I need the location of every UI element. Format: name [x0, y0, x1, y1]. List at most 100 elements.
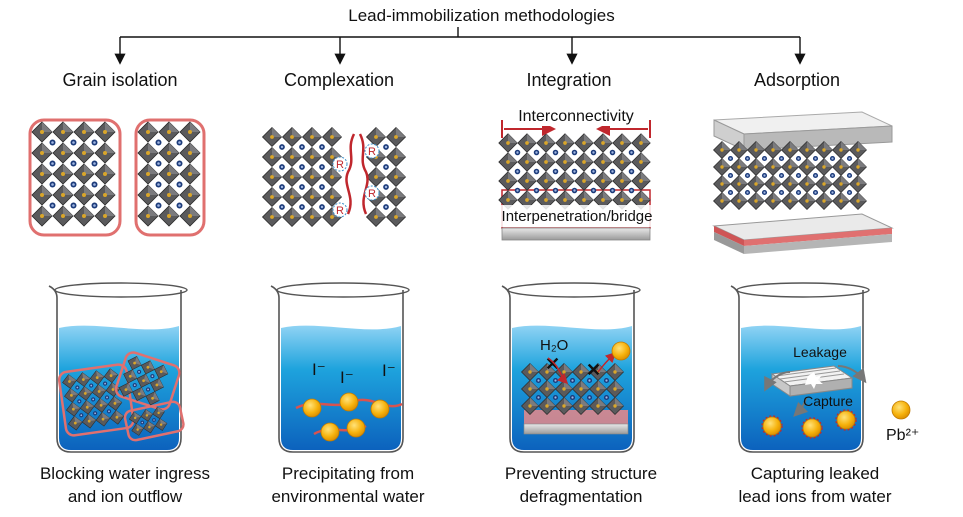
- octahedron-cell: [764, 175, 782, 193]
- beaker-glass: [730, 285, 864, 453]
- a-site-cation: [514, 149, 521, 156]
- beaker-rim: [54, 282, 188, 298]
- complexation-schematic: R R R R: [262, 127, 406, 227]
- a-site-cation: [535, 377, 542, 384]
- octahedron-cell: [798, 192, 816, 210]
- caption-integration: Preventing structure defragmentation: [504, 464, 658, 506]
- a-site-cation: [812, 172, 819, 179]
- octahedron-cell: [730, 158, 748, 176]
- beaker-rim: [507, 282, 641, 298]
- a-site-cation: [552, 168, 559, 175]
- octahedron-cell: [713, 141, 731, 159]
- ligand-label-3: R: [368, 188, 376, 200]
- octahedron-cell: [302, 207, 322, 227]
- a-site-cation: [846, 155, 853, 162]
- a-site-cation: [727, 155, 734, 162]
- interconnectivity-label: Interconnectivity: [518, 108, 634, 125]
- octahedron-cell: [386, 187, 406, 207]
- a-site-cation: [571, 187, 578, 194]
- a-site-cation: [761, 155, 768, 162]
- octahedron-cell: [302, 127, 322, 147]
- a-site-cation: [628, 168, 635, 175]
- a-site-cation: [155, 160, 162, 167]
- octahedron-cell: [517, 133, 537, 153]
- octahedron-cell: [798, 175, 816, 193]
- octahedron-cell: [849, 192, 867, 210]
- a-site-cation: [829, 189, 836, 196]
- a-site-cation: [49, 160, 56, 167]
- beaker-glass: [48, 285, 182, 453]
- octahedron-cell: [262, 147, 282, 167]
- a-site-cation: [812, 189, 819, 196]
- octahedron-cell: [536, 133, 556, 153]
- a-site-cation: [533, 187, 540, 194]
- iodide-label-1: I⁻: [312, 360, 326, 379]
- a-site-cation: [383, 164, 389, 170]
- a-site-cation: [812, 155, 819, 162]
- method-title-grain-isolation: Grain isolation: [62, 70, 178, 90]
- octahedron-cell: [574, 133, 594, 153]
- a-site-cation: [571, 149, 578, 156]
- ligand-label-4: R: [336, 205, 344, 217]
- integration-schematic: Interconnectivity Interpenetration/bridg…: [490, 104, 664, 241]
- octahedron-cell: [713, 175, 731, 193]
- octahedron-cell: [815, 192, 833, 210]
- octahedron-cell: [631, 152, 651, 172]
- a-site-cation: [744, 155, 751, 162]
- octahedron-cell: [798, 158, 816, 176]
- water-label: H₂O: [540, 337, 568, 354]
- a-site-cation: [279, 204, 285, 210]
- a-site-cation: [603, 394, 610, 401]
- a-site-cation: [383, 204, 389, 210]
- caption-grain-isolation: Blocking water ingress and ion outflow: [39, 464, 211, 506]
- a-site-cation: [628, 187, 635, 194]
- octahedron-cell: [386, 167, 406, 187]
- octahedron-cell: [764, 158, 782, 176]
- a-site-cation: [91, 139, 98, 146]
- octahedron-cell: [282, 127, 302, 147]
- a-site-cation: [727, 172, 734, 179]
- octahedron-cell: [302, 147, 322, 167]
- a-site-cation: [846, 189, 853, 196]
- water-blocked-cross-1: ✕: [545, 354, 560, 374]
- octahedron-cell: [517, 171, 537, 191]
- a-site-cation: [155, 139, 162, 146]
- octahedron-cell: [366, 167, 386, 187]
- a-site-cation: [778, 172, 785, 179]
- a-site-cation: [514, 168, 521, 175]
- a-site-cation: [299, 144, 305, 150]
- a-site-cation: [609, 149, 616, 156]
- octahedron-cell: [555, 133, 575, 153]
- a-site-cation: [279, 144, 285, 150]
- a-site-cation: [590, 149, 597, 156]
- a-site-cation: [533, 168, 540, 175]
- a-site-cation: [49, 202, 56, 209]
- octahedron-cell: [781, 192, 799, 210]
- a-site-cation: [383, 144, 389, 150]
- a-site-cation: [91, 202, 98, 209]
- octahedron-cell: [849, 175, 867, 193]
- octahedron-cell: [747, 192, 765, 210]
- octahedron-cell: [612, 152, 632, 172]
- a-site-cation: [319, 164, 325, 170]
- beaker-water: [281, 325, 401, 450]
- a-site-cation: [569, 377, 576, 384]
- a-site-cation: [744, 172, 751, 179]
- octahedron-cell: [366, 127, 386, 147]
- caption-complexation: Precipitating from environmental water: [271, 464, 425, 506]
- beaker-4-adsorption: Leakage Capture: [761, 344, 867, 439]
- octahedron-cell: [555, 171, 575, 191]
- lead-ion-label: Pb²⁺: [886, 427, 919, 444]
- octahedron-cell: [555, 152, 575, 172]
- a-site-cation: [590, 168, 597, 175]
- beaker-glass: [270, 285, 404, 453]
- a-site-cation: [778, 189, 785, 196]
- a-site-cation: [299, 204, 305, 210]
- a-site-cation: [176, 160, 183, 167]
- a-site-cation: [70, 202, 77, 209]
- a-site-cation: [829, 172, 836, 179]
- beaker-rim: [276, 282, 410, 298]
- octahedron-cell: [815, 158, 833, 176]
- leakage-label: Leakage: [793, 344, 847, 360]
